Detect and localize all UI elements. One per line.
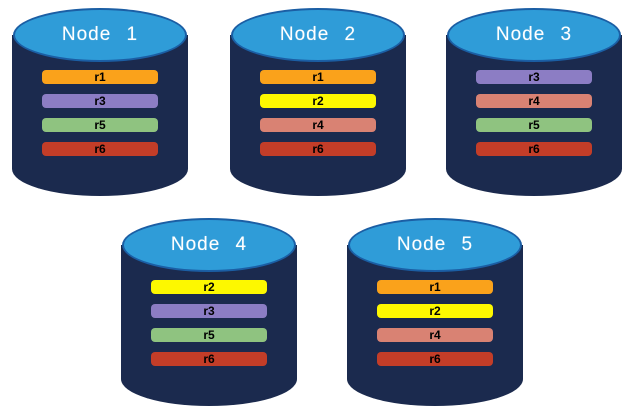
cylinder-top: Node 3 <box>447 8 621 62</box>
node-cylinder-4: Node 4 r2 r3 r5 r6 <box>121 218 297 406</box>
node-cylinder-1: Node 1 r1 r3 r5 r6 <box>12 8 188 196</box>
node-cylinder-5: Node 5 r1 r2 r4 r6 <box>347 218 523 406</box>
node-label: Node 3 <box>495 24 573 45</box>
replica-bar: r6 <box>42 142 158 156</box>
cylinder-top: Node 5 <box>348 218 522 272</box>
cylinder-top: Node 4 <box>122 218 296 272</box>
replica-bar: r3 <box>476 70 592 84</box>
replica-bar: r6 <box>377 352 493 366</box>
node-cylinder-2: Node 2 r1 r2 r4 r6 <box>230 8 406 196</box>
replica-bar: r1 <box>260 70 376 84</box>
replica-bar: r4 <box>260 118 376 132</box>
node-label: Node 2 <box>279 24 357 45</box>
cylinder-top: Node 2 <box>231 8 405 62</box>
node-label: Node 4 <box>170 234 248 255</box>
replica-bar: r2 <box>260 94 376 108</box>
replica-bar: r5 <box>42 118 158 132</box>
node-cylinder-3: Node 3 r3 r4 r5 r6 <box>446 8 622 196</box>
replica-bar: r4 <box>377 328 493 342</box>
replica-bar: r4 <box>476 94 592 108</box>
node-label: Node 5 <box>396 234 474 255</box>
replica-bar: r5 <box>151 328 267 342</box>
replica-bar: r3 <box>42 94 158 108</box>
replica-bar: r1 <box>377 280 493 294</box>
cylinder-top: Node 1 <box>13 8 187 62</box>
replica-bar: r2 <box>377 304 493 318</box>
replica-bar: r6 <box>151 352 267 366</box>
replica-bar: r5 <box>476 118 592 132</box>
replica-bar: r1 <box>42 70 158 84</box>
node-label: Node 1 <box>61 24 139 45</box>
replica-bar: r6 <box>260 142 376 156</box>
replica-bar: r2 <box>151 280 267 294</box>
replica-bar: r6 <box>476 142 592 156</box>
replica-bar: r3 <box>151 304 267 318</box>
